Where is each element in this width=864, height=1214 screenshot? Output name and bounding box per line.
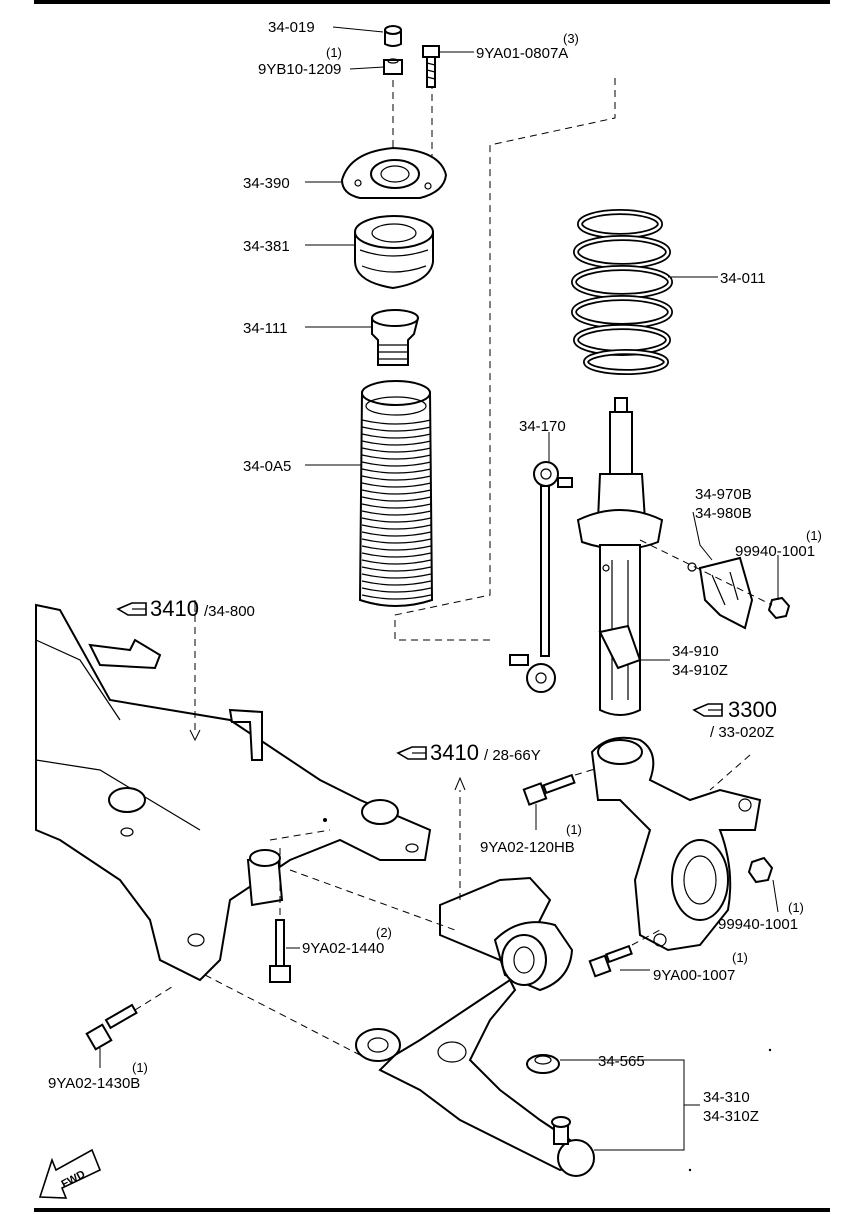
ref-3410-sub: /34-800 [204,603,255,620]
label-9ya02-120hb: 9YA02-120HB [480,839,575,856]
part-34-381-bearing [354,215,434,290]
label-34-381: 34-381 [243,238,290,255]
assembly-line [639,539,773,606]
assembly-line [574,767,599,776]
assembly-line [204,974,361,1056]
label-9ya00-1007: 9YA00-1007 [653,967,735,984]
label-9ya01-0807a: 9YA01-0807A [476,45,568,62]
qty-9ya02-1430b: (1) [132,1060,148,1075]
label-34-980b: 34-980B [695,505,752,522]
label-34-310: 34-310 [703,1089,750,1106]
part-9ya02-1440-bolt [269,919,291,983]
qty-9yb10-1209: (1) [326,45,342,60]
label-34-565: 34-565 [598,1053,645,1070]
part-34-970b-bracket [687,556,754,630]
arrow [454,776,466,791]
part-99940-1001-nut-lower [747,856,774,884]
ref-3410b-number: 3410 [430,740,479,765]
arrow [189,600,201,742]
ref-3300-knuckle: 3300 / 33-020Z [692,697,777,741]
top-border [34,0,830,4]
ref-3410-arm: 3410 / 28-66Y [396,740,541,765]
label-34-390: 34-390 [243,175,290,192]
part-9ya02-120hb-bolt [522,773,576,806]
assembly-line [269,829,331,841]
part-3410-subframe [35,603,432,982]
label-99940-1001-upper: 99940-1001 [735,543,815,560]
part-34-111-bump-stop [371,309,420,366]
label-9ya02-1430b: 9YA02-1430B [48,1075,140,1092]
part-34-019-cap [384,25,402,47]
ref-3410b-sub: / 28-66Y [484,747,541,764]
label-9yb10-1209: 9YB10-1209 [258,61,341,78]
part-9yb10-1209-nut [383,58,403,75]
qty-9ya01-0807a: (3) [563,31,579,46]
qty-99940-1001-upper: (1) [806,528,822,543]
dot [323,818,327,822]
assembly-line [134,984,176,1011]
pointing-hand-icon [116,602,147,616]
assembly-line [394,78,616,641]
label-34-011: 34-011 [720,270,766,287]
part-9ya01-0807a-bolt [422,45,440,88]
part-3300-knuckle [590,736,762,952]
label-34-910: 34-910 [672,643,719,660]
part-34-390-mount [340,146,448,199]
label-34-910z: 34-910Z [672,662,728,679]
part-34-310-lower-arm [355,876,595,1177]
ref-3410-number: 3410 [150,596,199,621]
assembly-line [709,754,751,791]
qty-9ya00-1007: (1) [732,950,748,965]
assembly-line [631,929,661,946]
part-34-910-strut [576,397,664,716]
label-34-0a5: 34-0A5 [243,458,291,475]
part-99940-1001-nut-upper [767,596,791,620]
ref-3300-number: 3300 [728,697,777,722]
ref-3410-subframe: 3410 /34-800 [116,596,255,621]
label-34-019: 34-019 [268,19,315,36]
label-99940-1001-lower: 99940-1001 [718,916,798,933]
dot [768,1048,772,1052]
qty-9ya02-120hb: (1) [566,822,582,837]
part-9ya00-1007-bolt [588,944,633,978]
qty-9ya02-1440: (2) [376,925,392,940]
part-34-565-dust-cover [526,1054,560,1074]
assembly-line [289,869,456,931]
label-34-111: 34-111 [243,320,287,337]
qty-99940-1001-lower: (1) [788,900,804,915]
label-9ya02-1440: 9YA02-1440 [302,940,384,957]
part-9ya02-1430b-bolt [85,1003,138,1051]
label-34-170: 34-170 [519,418,566,435]
pointing-hand-icon [396,746,427,760]
pointing-hand-icon [692,703,723,717]
leader-lines [99,26,779,1151]
part-34-0a5-dust-boot [358,380,434,607]
part-34-170-stabilizer-link [509,461,573,693]
dot [688,1168,692,1172]
part-34-011-coil-spring [571,209,673,375]
forward-arrow-icon: FWD [38,1148,102,1199]
label-34-970b: 34-970B [695,486,752,503]
bottom-border [34,1208,830,1212]
ref-3300-sub: / 33-020Z [710,724,774,741]
label-34-310z: 34-310Z [703,1108,759,1125]
